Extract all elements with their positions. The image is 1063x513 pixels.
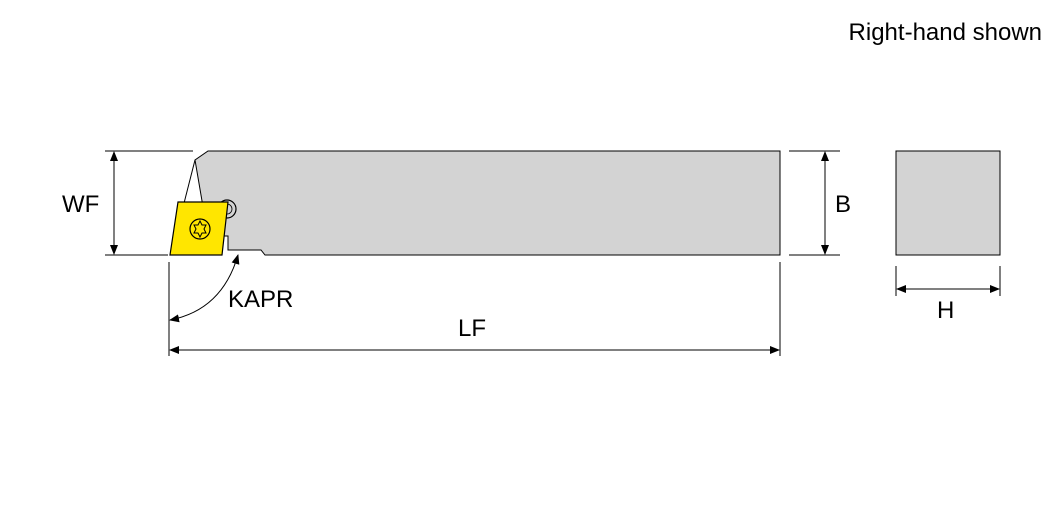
torx-screw-icon <box>189 218 211 240</box>
lf-label: LF <box>458 315 486 342</box>
kapr-label: KAPR <box>228 286 293 313</box>
wf-label: WF <box>62 191 99 218</box>
wf-dimension: WF <box>62 150 193 256</box>
h-dimension: H <box>895 266 1001 324</box>
b-label: B <box>835 191 851 218</box>
view-caption: Right-hand shown <box>848 19 1042 46</box>
kapr-dimension: KAPR <box>169 254 293 323</box>
h-label: H <box>937 297 954 324</box>
holder-shank <box>194 150 781 256</box>
holder-end-view <box>895 150 1001 256</box>
lf-dimension: LF <box>168 262 781 356</box>
b-dimension: B <box>789 150 851 256</box>
